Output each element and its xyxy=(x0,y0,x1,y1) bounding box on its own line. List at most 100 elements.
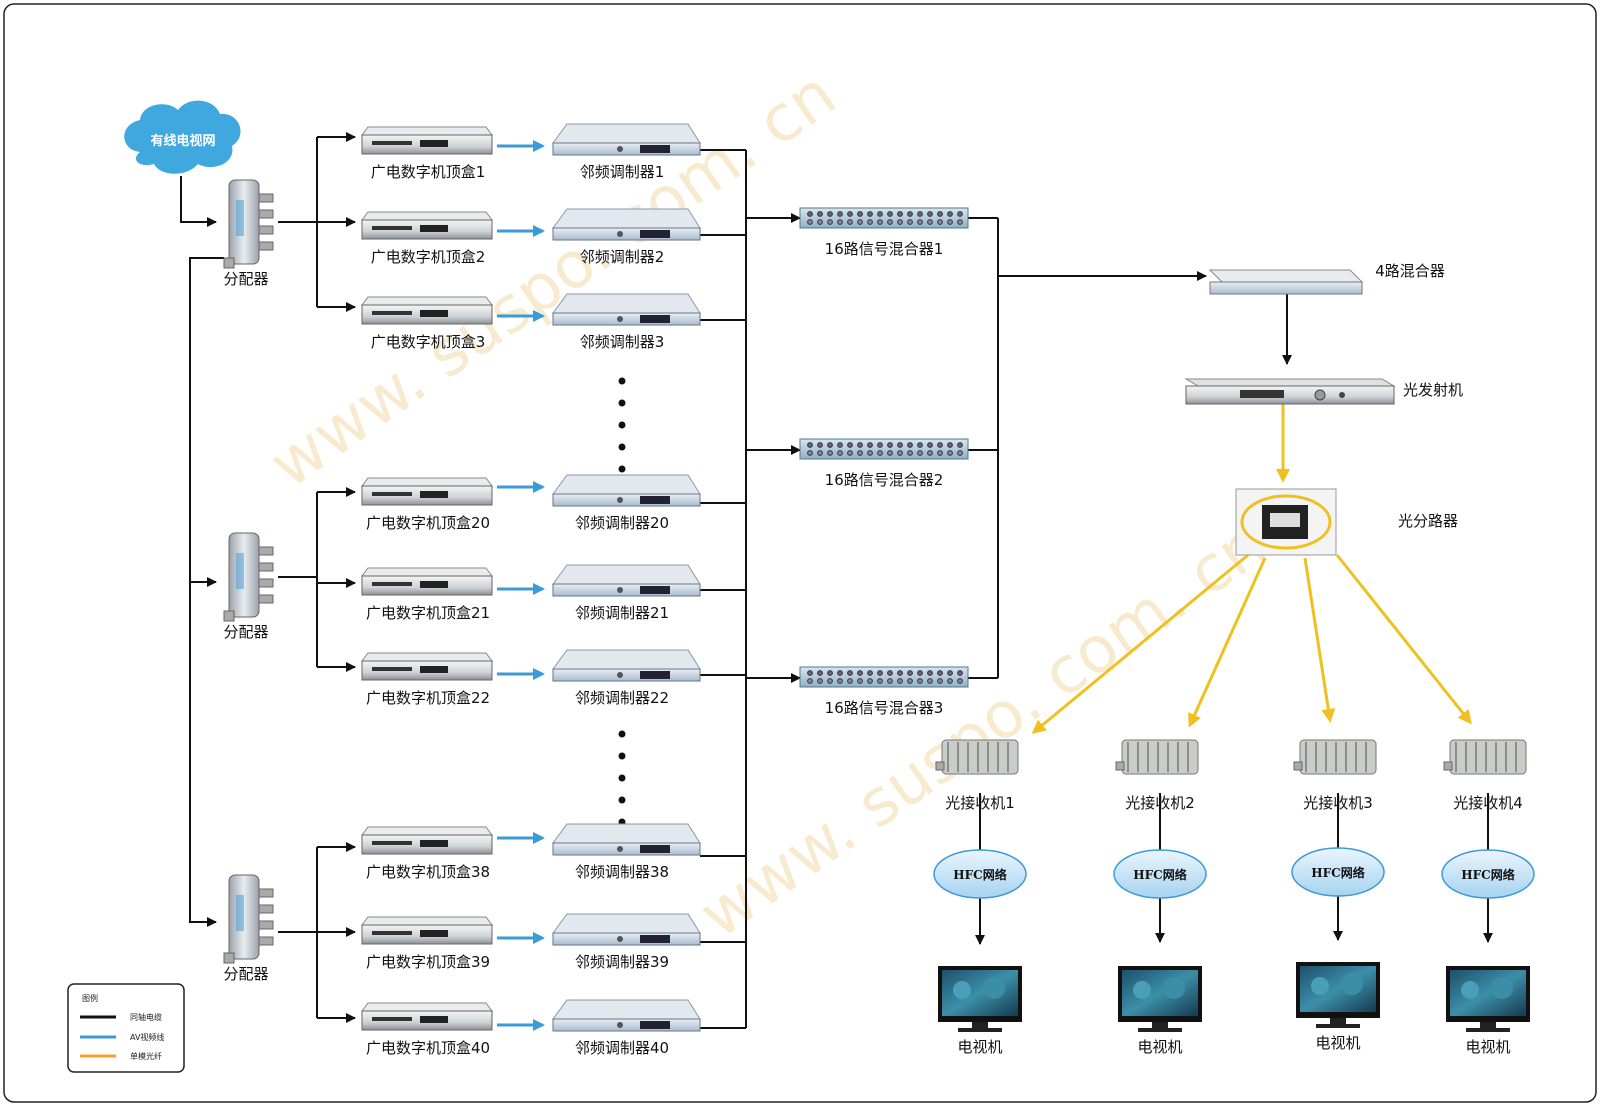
mixers-16: 16路信号混合器1 16路信号混合器2 16路信号混合器3 xyxy=(799,207,969,717)
modulator-label: 邻频调制器39 xyxy=(575,953,669,971)
hfc-network: HFC网络 xyxy=(933,849,1027,899)
modulator-device xyxy=(552,474,701,507)
modulator-label: 邻频调制器1 xyxy=(580,163,665,181)
mixer16-label: 16路信号混合器1 xyxy=(825,240,944,258)
optical-receiver-device xyxy=(1115,739,1199,775)
splitter-device: 分配器 xyxy=(223,874,274,983)
stb-label: 广电数字机顶盒40 xyxy=(366,1039,490,1057)
optical-splitter-device: 光分路器 xyxy=(1235,488,1458,556)
stb-modulator-row: 广电数字机顶盒2 邻频调制器2 xyxy=(361,208,701,266)
legend-coax-label: 同轴电缆 xyxy=(130,1012,162,1022)
fiber-wiring xyxy=(1031,402,1472,734)
mixer16-device: 16路信号混合器3 xyxy=(799,666,969,717)
modulator-device xyxy=(552,823,701,856)
stb-label: 广电数字机顶盒20 xyxy=(366,514,490,532)
stb-modulator-row: 广电数字机顶盒3 邻频调制器3 xyxy=(361,293,701,351)
mixer16-device: 16路信号混合器1 xyxy=(799,207,969,258)
stb-modulator-row: 广电数字机顶盒39 邻频调制器39 xyxy=(361,913,701,971)
splitter-device: 分配器 xyxy=(223,532,274,641)
legend-fiber-label: 单模光纤 xyxy=(130,1051,162,1061)
optical-receiver-device xyxy=(1293,739,1377,775)
modulator-device xyxy=(552,999,701,1032)
mixer16-label: 16路信号混合器3 xyxy=(825,699,944,717)
cloud-label: 有线电视网 xyxy=(150,133,215,149)
optical-receiver-label: 光接收机3 xyxy=(1303,794,1373,812)
hfc-network: HFC网络 xyxy=(1441,849,1535,899)
stb-label: 广电数字机顶盒21 xyxy=(366,604,490,622)
optical-splitter-label: 光分路器 xyxy=(1398,512,1458,530)
stb-device xyxy=(361,126,493,155)
hfc-label: HFC网络 xyxy=(953,867,1006,882)
hfc-label: HFC网络 xyxy=(1133,867,1186,882)
hfc-label: HFC网络 xyxy=(1311,865,1364,880)
stb-device xyxy=(361,826,493,855)
modulator-device xyxy=(552,293,701,326)
transmitter-label: 光发射机 xyxy=(1403,381,1463,399)
optical-receiver-label: 光接收机1 xyxy=(945,794,1015,812)
tv-device xyxy=(1296,962,1380,1028)
modulator-label: 邻频调制器40 xyxy=(575,1039,669,1057)
stb-modulator-row: 广电数字机顶盒38 邻频调制器38 xyxy=(361,823,701,881)
modulator-device xyxy=(552,913,701,946)
optical-receiver-device xyxy=(1443,739,1527,775)
hfc-network: HFC网络 xyxy=(1113,849,1207,899)
splitter-device: 分配器 xyxy=(223,179,274,288)
stb-modulator-row: 广电数字机顶盒20 邻频调制器20 xyxy=(361,474,701,532)
tv-label: 电视机 xyxy=(1137,1038,1182,1056)
legend-title: 图例 xyxy=(82,993,98,1003)
mixer16-device: 16路信号混合器2 xyxy=(799,438,969,489)
tv-label: 电视机 xyxy=(1315,1034,1360,1052)
mixer4-label: 4路混合器 xyxy=(1375,262,1445,280)
modulator-device xyxy=(552,123,701,156)
mixer4-device: 4路混合器 xyxy=(1208,262,1445,295)
stb-label: 广电数字机顶盒39 xyxy=(366,953,490,971)
stb-modulator-row: 广电数字机顶盒21 邻频调制器21 xyxy=(361,564,701,622)
cable-tv-cloud: 有线电视网 xyxy=(124,100,241,174)
modulator-label: 邻频调制器3 xyxy=(580,333,665,351)
tv-label: 电视机 xyxy=(957,1038,1002,1056)
stb-label: 广电数字机顶盒3 xyxy=(371,333,486,351)
stb-device xyxy=(361,211,493,240)
modulator-label: 邻频调制器2 xyxy=(580,248,665,266)
splitter-label: 分配器 xyxy=(223,965,268,983)
tv-device xyxy=(938,966,1022,1032)
transmitter-device: 光发射机 xyxy=(1184,378,1463,405)
cloud-to-splitter-line xyxy=(180,176,217,227)
modulator-label: 邻频调制器22 xyxy=(575,689,669,707)
splitter-label: 分配器 xyxy=(223,270,268,288)
optical-receiver-label: 光接收机2 xyxy=(1125,794,1195,812)
stb-modulator-row: 广电数字机顶盒40 邻频调制器40 xyxy=(361,999,701,1057)
hfc-network: HFC网络 xyxy=(1291,847,1385,897)
tv-device xyxy=(1446,966,1530,1032)
stb-device xyxy=(361,296,493,325)
stb-device xyxy=(361,477,493,506)
av-wiring xyxy=(497,140,545,1031)
modulator-device xyxy=(552,649,701,682)
optical-receiver-label: 光接收机4 xyxy=(1453,794,1523,812)
legend-av-label: AV视频线 xyxy=(130,1032,164,1042)
modulator-label: 邻频调制器20 xyxy=(575,514,669,532)
legend: 图例 同轴电缆 AV视频线 单模光纤 xyxy=(67,983,185,1073)
modulator-device xyxy=(552,564,701,597)
optical-receiver-device xyxy=(935,739,1019,775)
tv-device xyxy=(1118,966,1202,1032)
hfc-label: HFC网络 xyxy=(1461,867,1514,882)
stb-label: 广电数字机顶盒2 xyxy=(371,248,486,266)
stb-device xyxy=(361,567,493,596)
splitter-label: 分配器 xyxy=(223,623,268,641)
stb-label: 广电数字机顶盒38 xyxy=(366,863,490,881)
modulator-device xyxy=(552,208,701,241)
tv-label: 电视机 xyxy=(1465,1038,1510,1056)
modulator-label: 邻频调制器21 xyxy=(575,604,669,622)
modulator-label: 邻频调制器38 xyxy=(575,863,669,881)
